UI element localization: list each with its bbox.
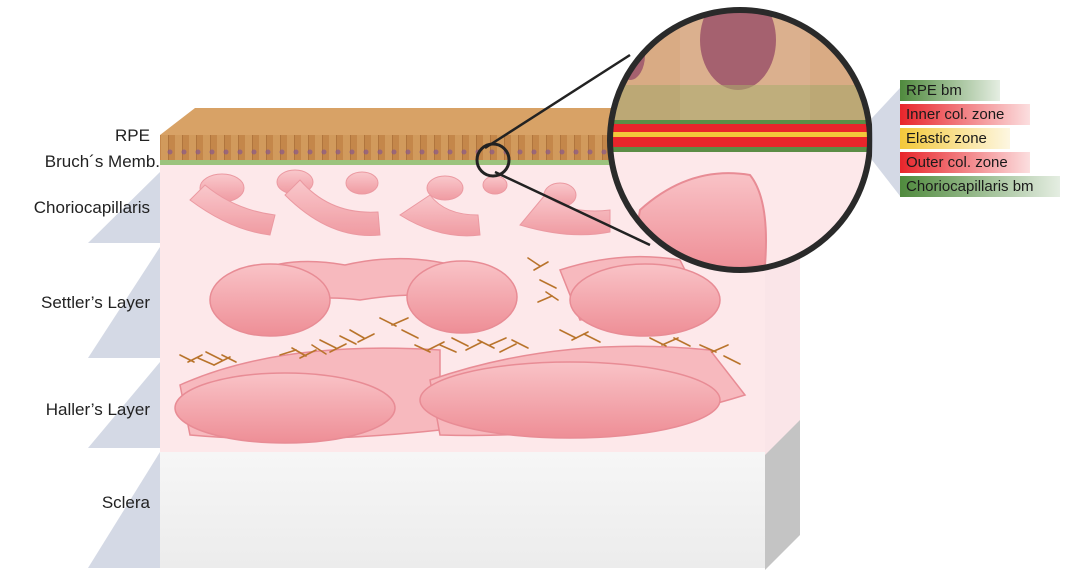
label-choriocapillaris: Choriocapillaris bbox=[34, 198, 150, 218]
label-rpe: RPE bbox=[115, 126, 150, 146]
sclera-block bbox=[160, 452, 765, 568]
label-bruch: Bruch´s Memb. bbox=[45, 152, 160, 172]
label-sclera: Sclera bbox=[102, 493, 150, 513]
legend-rpe-bm: RPE bm bbox=[903, 80, 1066, 101]
label-settler: Settler’s Layer bbox=[41, 293, 150, 313]
label-haller: Haller’s Layer bbox=[46, 400, 150, 420]
legend-pointer bbox=[872, 88, 900, 196]
legend-elastic-zone: Elastic zone bbox=[903, 128, 1066, 149]
settler-vessels bbox=[210, 257, 720, 336]
legend-inner-col-zone: Inner col. zone bbox=[903, 104, 1066, 125]
legend-outer-col-zone: Outer col. zone bbox=[903, 152, 1066, 173]
legend-choriocapillaris-bm: Choriocapillaris bm bbox=[903, 176, 1066, 197]
